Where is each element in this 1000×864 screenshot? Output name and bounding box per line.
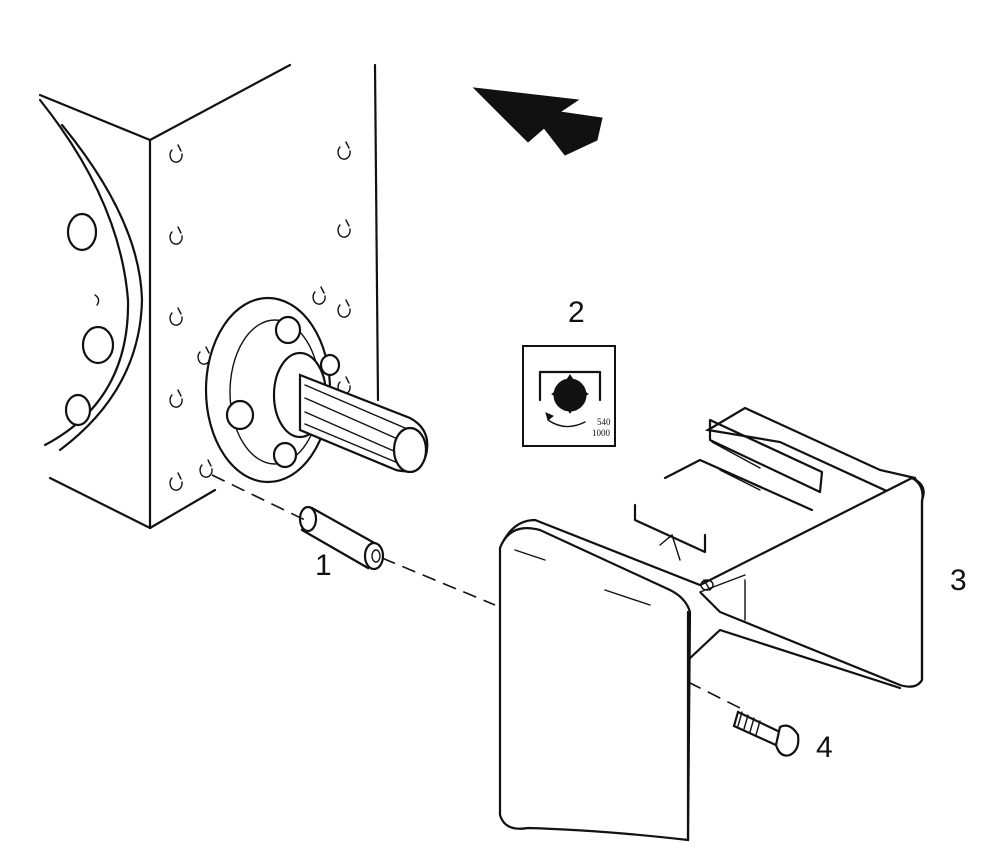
assembly-guide-lines [211,474,741,709]
bushing-part [298,505,385,571]
callout-3: 3 [950,564,967,597]
pto-output-shaft [204,296,429,484]
callout-2: 2 [568,296,585,329]
housing-bolt-holes [169,141,351,491]
pto-rotation-icon: 540 1000 [522,345,616,447]
bolt-part [732,710,800,757]
callout-4: 4 [816,731,833,764]
decal-speed-bottom: 1000 [592,428,611,438]
arrow-icon [472,87,603,156]
callout-1: 1 [315,549,332,582]
pto-shield-guard [498,406,925,842]
decal-speed-top: 540 [597,417,611,427]
gearbox-housing [38,63,380,530]
